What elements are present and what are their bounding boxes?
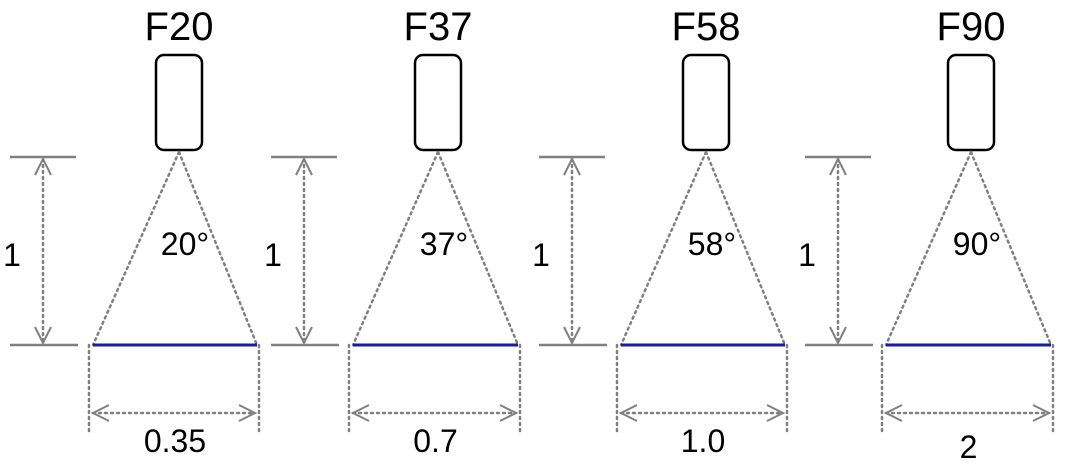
width-label: 2 xyxy=(960,429,978,464)
beam-edge-left xyxy=(884,150,973,347)
lens-group-f90: F90 2 90° 1 xyxy=(798,5,1055,464)
angle-label: 37° xyxy=(420,226,468,262)
beam-edge-left xyxy=(351,150,440,347)
height-label: 1 xyxy=(3,237,21,273)
lens-title: F58 xyxy=(672,5,741,49)
height-label: 1 xyxy=(264,237,282,273)
width-label: 0.35 xyxy=(144,423,206,459)
angle-label: 90° xyxy=(953,226,1001,262)
lens-group-f37: F37 0.7 37° 1 xyxy=(264,5,522,459)
width-label: 0.7 xyxy=(413,423,457,459)
lens-body-icon xyxy=(681,53,731,152)
lens-group-f58: F58 1.0 58° 1 xyxy=(532,5,789,459)
lens-title: F20 xyxy=(145,5,214,49)
lens-body-icon xyxy=(946,53,996,152)
beam-edge-left xyxy=(619,150,708,347)
width-label: 1.0 xyxy=(681,423,725,459)
beam-edge-right xyxy=(436,150,520,347)
beam-edge-right xyxy=(177,150,259,347)
angle-label: 58° xyxy=(688,226,736,262)
lens-body-icon xyxy=(154,53,204,152)
lens-title: F90 xyxy=(937,5,1006,49)
beam-edge-left xyxy=(91,150,181,347)
angle-label: 20° xyxy=(161,226,209,262)
height-label: 1 xyxy=(532,237,550,273)
height-label: 1 xyxy=(798,237,816,273)
beam-edge-right xyxy=(969,150,1053,347)
lens-group-f20: F20 0.35 20° 1 xyxy=(3,5,261,459)
lens-body-icon xyxy=(413,53,463,152)
lens-title: F37 xyxy=(404,5,473,49)
beam-edge-right xyxy=(704,150,787,347)
